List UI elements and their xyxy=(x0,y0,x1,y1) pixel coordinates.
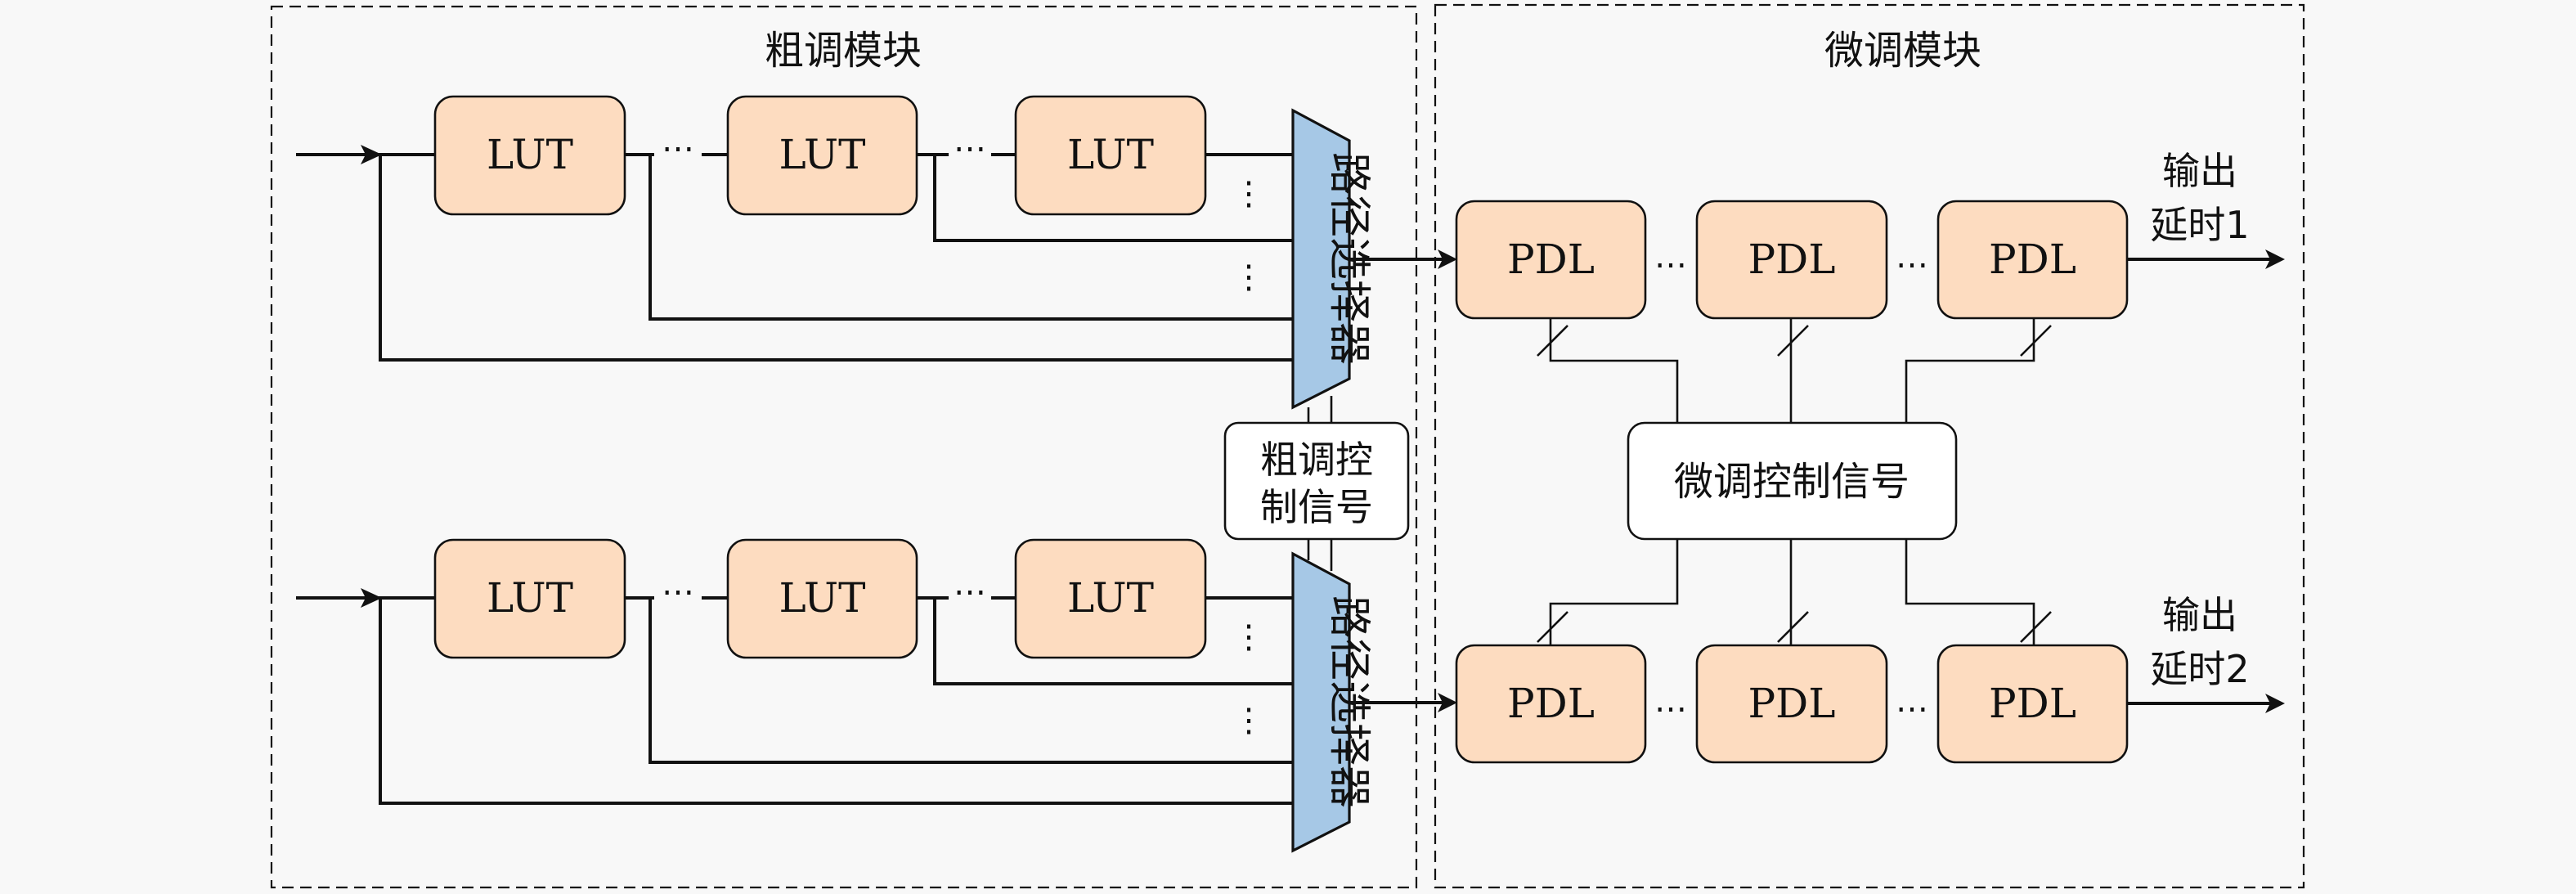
lut-box xyxy=(433,95,626,216)
lut-box xyxy=(433,538,626,659)
coarse-control-box xyxy=(1223,421,1410,541)
chain-ellipsis: ⋯ xyxy=(1896,690,1928,728)
fine-module-border xyxy=(1434,3,2305,889)
vdots-lower: ⋮ xyxy=(1232,258,1265,296)
chain-ellipsis: ⋯ xyxy=(1896,246,1928,284)
tap-wire xyxy=(379,155,1293,362)
pdl-block: PDL xyxy=(1695,200,1888,320)
output-label-line2: 延时2 xyxy=(2150,647,2249,691)
output-label-line1: 输出 xyxy=(2162,149,2237,193)
output-arrow-icon xyxy=(2265,694,2285,713)
coarse-control-signal: 粗调控 制信号 xyxy=(1223,396,1410,571)
fine-control-bus xyxy=(1905,318,2035,423)
pdl-block: PDL xyxy=(1936,644,2129,764)
arrow-right-icon xyxy=(1438,693,1457,712)
lut-label: LUT xyxy=(1067,131,1154,178)
tap-wire xyxy=(648,155,1293,321)
lut-box xyxy=(726,95,918,216)
fine-module-title: 微调模块 xyxy=(1824,28,1981,74)
chain-ellipsis: ⋯ xyxy=(1654,690,1687,728)
lut-label: LUT xyxy=(779,131,866,178)
chain-ellipsis: ⋯ xyxy=(662,130,694,168)
pdl-block: PDL xyxy=(1455,644,1647,764)
lut-box xyxy=(1014,95,1207,216)
bus-width-slash-icon xyxy=(2020,611,2052,643)
chain-ellipsis: ⋯ xyxy=(662,573,694,611)
vdots-upper: ⋮ xyxy=(1232,175,1265,213)
lut-block: LUT xyxy=(433,95,626,216)
fine-control-box xyxy=(1627,421,1958,541)
pdl-block: PDL xyxy=(1695,644,1888,764)
lut-block: LUT xyxy=(726,95,918,216)
coarse-row-1: ⋯ ⋯ ⋮ ⋮ LUT LUT LUT 路径选择器 xyxy=(296,95,1457,410)
output-label-line2: 延时1 xyxy=(2150,203,2249,247)
pdl-label: PDL xyxy=(1507,680,1595,727)
output-arrow-icon xyxy=(2265,249,2285,269)
lut-label: LUT xyxy=(487,131,573,178)
input-arrow-icon xyxy=(361,588,382,608)
pdl-label: PDL xyxy=(1507,236,1595,283)
lut-box xyxy=(1014,538,1207,659)
fine-control-label: 微调控制信号 xyxy=(1674,459,1910,505)
bus-width-slash-icon xyxy=(2020,325,2052,357)
vdots-upper: ⋮ xyxy=(1232,618,1265,656)
vdots-lower: ⋮ xyxy=(1232,702,1265,739)
pdl-label: PDL xyxy=(1989,680,2076,727)
lut-label: LUT xyxy=(487,574,573,622)
fine-control-bus xyxy=(1549,539,1679,645)
lut-block: LUT xyxy=(433,538,626,659)
lut-block: LUT xyxy=(1014,538,1207,659)
fine-control-signal: 微调控制信号 xyxy=(1537,318,2052,645)
pdl-label: PDL xyxy=(1748,680,1836,727)
tap-wire xyxy=(379,598,1293,805)
lut-box xyxy=(726,538,918,659)
lut-label: LUT xyxy=(779,574,866,622)
bus-width-slash-icon xyxy=(1537,325,1568,357)
lut-label: LUT xyxy=(1067,574,1154,622)
chain-ellipsis: ⋯ xyxy=(954,130,986,168)
path-selector-mux: 路径选择器 xyxy=(1291,108,1373,410)
coarse-control-label-line1: 粗调控 xyxy=(1260,438,1373,482)
coarse-module-title: 粗调模块 xyxy=(765,28,922,74)
chain-ellipsis: ⋯ xyxy=(954,573,986,611)
tap-wire xyxy=(933,598,1293,685)
bus-width-slash-icon xyxy=(1777,325,1809,357)
output-label-line1: 输出 xyxy=(2162,593,2237,637)
fine-control-bus xyxy=(1549,318,1679,423)
coarse-control-label-line2: 制信号 xyxy=(1260,485,1373,529)
bus-width-slash-icon xyxy=(1537,611,1568,643)
bus-width-slash-icon xyxy=(1777,611,1809,643)
input-arrow-icon xyxy=(361,145,382,164)
arrow-right-icon xyxy=(1438,249,1457,269)
tap-wire xyxy=(933,155,1293,242)
fine-control-bus xyxy=(1905,539,2035,645)
pdl-block: PDL xyxy=(1455,200,1647,320)
chain-ellipsis: ⋯ xyxy=(1654,246,1687,284)
mux-shape xyxy=(1291,108,1351,410)
coarse-module-border xyxy=(270,5,1418,889)
pdl-label: PDL xyxy=(1748,236,1836,283)
lut-block: LUT xyxy=(726,538,918,659)
pdl-block: PDL xyxy=(1936,200,2129,320)
mux-shape xyxy=(1291,551,1351,853)
tap-wire xyxy=(648,598,1293,764)
lut-block: LUT xyxy=(1014,95,1207,216)
pdl-label: PDL xyxy=(1989,236,2076,283)
